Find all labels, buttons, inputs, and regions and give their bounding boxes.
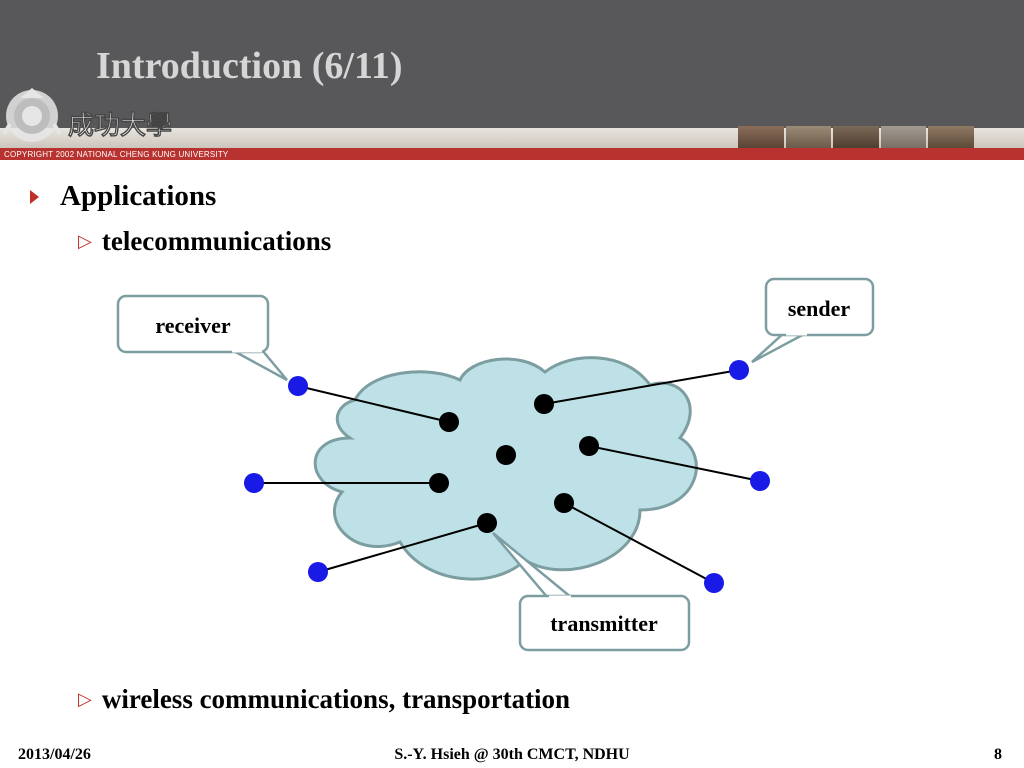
- transmitter-label: transmitter: [550, 611, 658, 636]
- sub-bullet-wireless-text: wireless communications, transportation: [101, 684, 571, 714]
- inner-node: [534, 394, 554, 414]
- campus-photos: [738, 126, 974, 148]
- inner-node: [496, 445, 516, 465]
- inner-node: [429, 473, 449, 493]
- campus-photo: [833, 126, 879, 148]
- outer-node: [244, 473, 264, 493]
- campus-photo: [880, 126, 927, 148]
- sub-bullet-wireless: ▷ wireless communications, transportatio…: [78, 684, 570, 715]
- inner-node: [439, 412, 459, 432]
- copyright-text: COPYRIGHT 2002 NATIONAL CHENG KUNG UNIVE…: [4, 150, 229, 159]
- outer-nodes: [244, 360, 770, 593]
- bullet-applications-text: Applications: [60, 180, 217, 212]
- outer-node: [750, 471, 770, 491]
- outline-triangle-icon: ▷: [78, 689, 92, 710]
- callout-transmitter: transmitter: [518, 594, 691, 652]
- slide-header: Introduction (6/11): [0, 0, 1024, 128]
- outline-triangle-icon: ▷: [78, 231, 92, 252]
- page-number: 8: [994, 746, 1002, 763]
- outer-node: [308, 562, 328, 582]
- campus-photo: [785, 126, 832, 148]
- outer-node: [704, 573, 724, 593]
- outer-node: [729, 360, 749, 380]
- inner-nodes: [429, 394, 599, 533]
- sender-label: sender: [788, 296, 851, 321]
- slide-title: Introduction (6/11): [96, 45, 403, 87]
- bullet-applications: Applications: [30, 180, 216, 213]
- campus-photo: [738, 126, 784, 148]
- inner-node: [477, 513, 497, 533]
- inner-node: [554, 493, 574, 513]
- sub-bullet-telecom-text: telecommunications: [101, 226, 332, 256]
- inner-node: [579, 436, 599, 456]
- receiver-label: receiver: [155, 313, 231, 338]
- triangle-bullet-icon: [30, 189, 39, 204]
- red-band: [0, 148, 1024, 160]
- sub-bullet-telecom: ▷ telecommunications: [78, 226, 331, 257]
- footer-author: S.-Y. Hsieh @ 30th CMCT, NDHU: [394, 746, 630, 763]
- campus-photo: [928, 126, 974, 148]
- logo-wordmark: 成功大學: [68, 111, 172, 141]
- footer-date: 2013/04/26: [18, 746, 91, 763]
- callout-receiver: receiver: [116, 294, 270, 354]
- university-logo: 成功大學: [2, 88, 172, 142]
- callout-sender: sender: [764, 277, 875, 337]
- network-edges: [254, 369, 761, 584]
- seal-icon: [2, 88, 62, 142]
- outer-node: [288, 376, 308, 396]
